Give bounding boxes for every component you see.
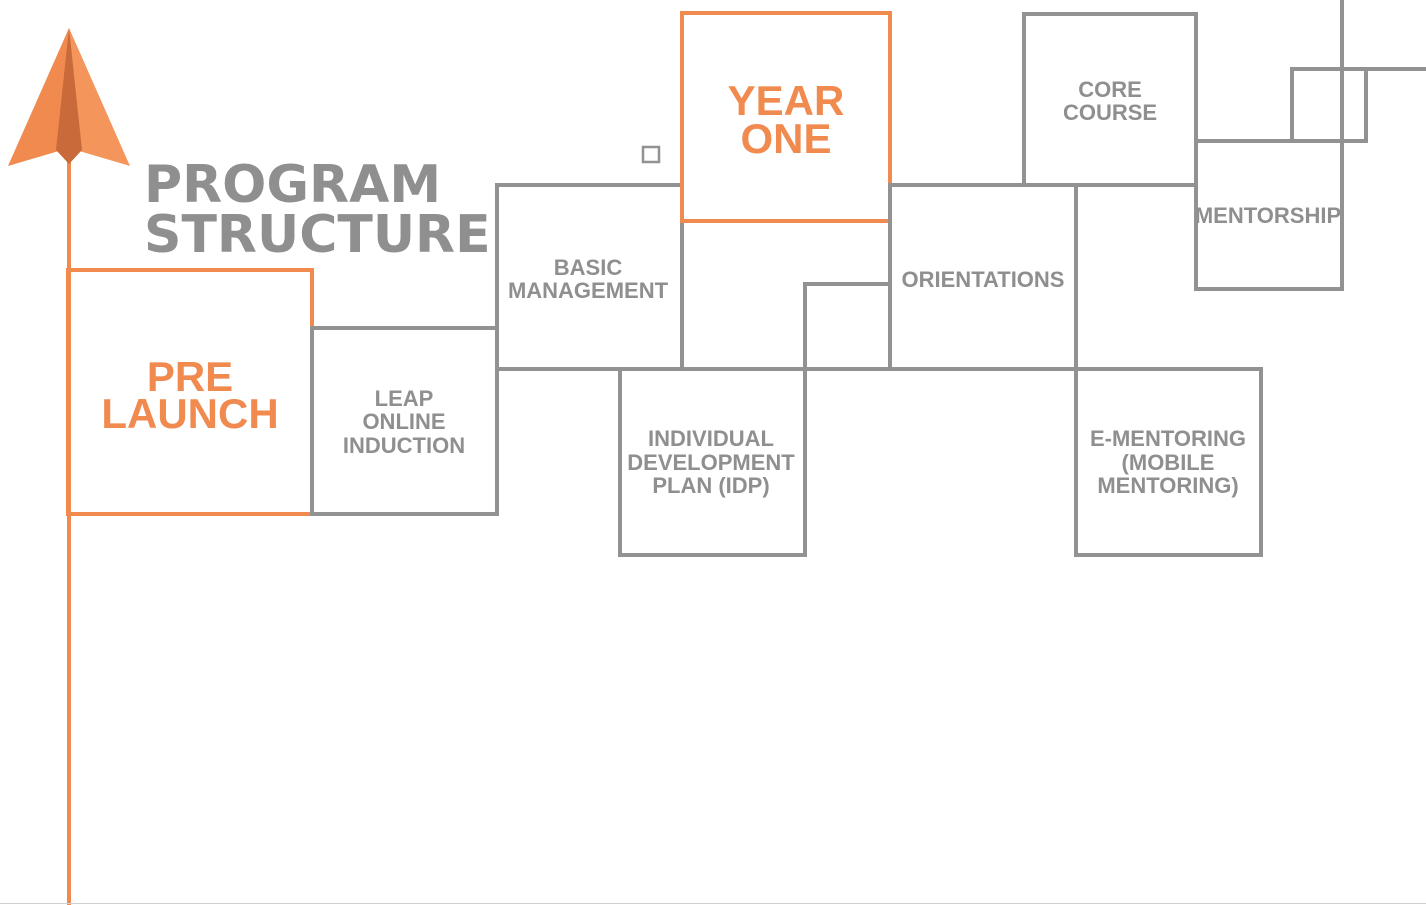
node-label: PLAN (IDP)	[652, 473, 769, 498]
node-core-course: CORE COURSE	[1022, 12, 1198, 187]
diagram-title-line2: STRUCTURE	[144, 205, 491, 265]
stage-year-one-label: ONE	[740, 115, 831, 162]
node-label: INDUCTION	[343, 433, 465, 458]
node-label: (MOBILE	[1122, 450, 1215, 475]
node-individual-development-plan: INDIVIDUAL DEVELOPMENT PLAN (IDP)	[618, 367, 807, 557]
node-label: COURSE	[1063, 100, 1157, 125]
stage-pre-launch-label: PRE	[147, 353, 233, 400]
node-label: BASIC	[554, 255, 623, 280]
node-label: ONLINE	[362, 409, 445, 434]
node-orientations: ORIENTATIONS	[888, 183, 1078, 371]
node-box	[1074, 367, 1263, 557]
node-basic-management: BASIC MANAGEMENT	[495, 183, 684, 371]
node-box	[310, 326, 499, 516]
node-label: DEVELOPMENT	[627, 450, 795, 475]
node-label: INDIVIDUAL	[648, 426, 774, 451]
node-label: ORIENTATIONS	[902, 267, 1065, 292]
node-label: LEAP	[375, 386, 434, 411]
node-mentorship: MENTORSHIP	[1194, 139, 1344, 291]
node-label: MENTORSHIP	[1195, 203, 1341, 228]
paper-plane-arrow-icon	[8, 28, 130, 166]
stage-pre-launch-label: LAUNCH	[101, 390, 278, 437]
node-leap-online-induction: LEAP ONLINE INDUCTION	[310, 326, 499, 516]
stage-year-one-box	[680, 11, 892, 223]
node-label: CORE	[1078, 77, 1142, 102]
page-bottom-rule	[0, 903, 1426, 904]
node-box	[618, 367, 807, 557]
node-e-mentoring: E-MENTORING (MOBILE MENTORING)	[1074, 367, 1263, 557]
node-label: MANAGEMENT	[508, 278, 669, 303]
stage-pre-launch: PRE LAUNCH	[66, 268, 314, 516]
stage-year-one: YEAR ONE	[680, 11, 892, 223]
stage-year-one-label: YEAR	[728, 77, 845, 124]
diagram-title-line1: PROGRAM	[144, 155, 441, 215]
node-box	[495, 183, 684, 371]
connector-step-block	[803, 282, 890, 369]
small-box-top-right	[1290, 67, 1368, 143]
small-square-marker	[641, 145, 661, 164]
node-box	[1194, 139, 1344, 291]
node-label: MENTORING)	[1097, 473, 1238, 498]
node-box	[1022, 12, 1198, 187]
node-label: E-MENTORING	[1090, 426, 1246, 451]
